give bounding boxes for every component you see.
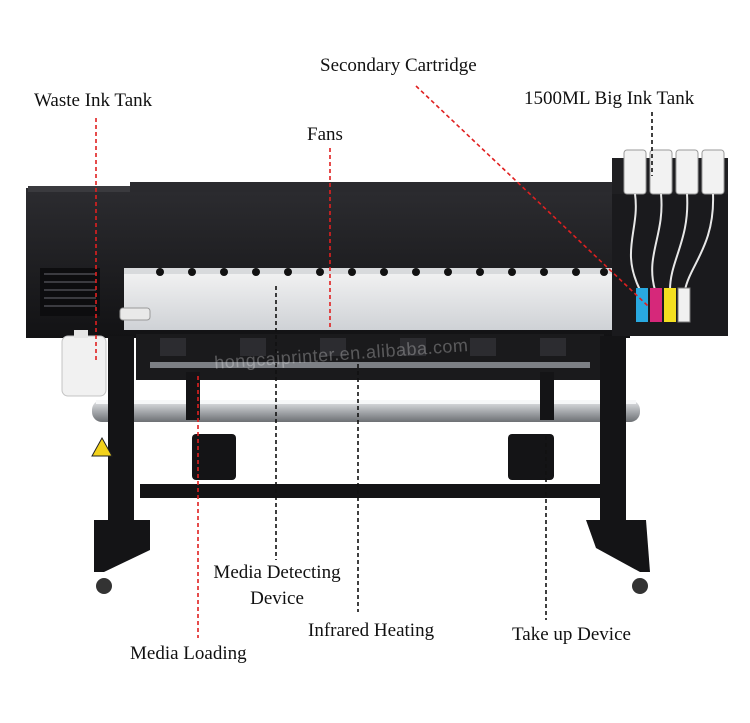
casters xyxy=(96,578,648,594)
take-up-roller xyxy=(92,400,640,422)
waste-ink-bottle xyxy=(61,330,107,397)
label-take-up-device: Take up Device xyxy=(512,624,631,645)
label-big-ink-tank: 1500ML Big Ink Tank xyxy=(524,88,695,109)
warning-sign xyxy=(91,436,113,457)
label-media-detecting-device: Media Detecting Device xyxy=(200,560,354,612)
vent-grille xyxy=(40,268,100,316)
secondary-cartridge-line xyxy=(415,85,649,307)
platen xyxy=(119,268,612,330)
big-ink-tanks xyxy=(612,149,728,291)
stand xyxy=(94,336,650,572)
label-media-detecting-line1: Media Detecting xyxy=(213,562,341,583)
label-waste-ink-tank: Waste Ink Tank xyxy=(34,90,153,111)
label-media-loading: Media Loading xyxy=(130,643,247,664)
label-secondary-cartridge: Secondary Cartridge xyxy=(320,55,477,76)
label-media-detecting-line2: Device xyxy=(250,588,304,609)
label-infrared-heating: Infrared Heating xyxy=(308,620,435,641)
secondary-cartridges xyxy=(636,287,691,323)
heater-assembly xyxy=(136,334,604,380)
leader-lines xyxy=(95,85,653,638)
label-fans: Fans xyxy=(307,124,343,145)
fans-row xyxy=(156,268,608,276)
